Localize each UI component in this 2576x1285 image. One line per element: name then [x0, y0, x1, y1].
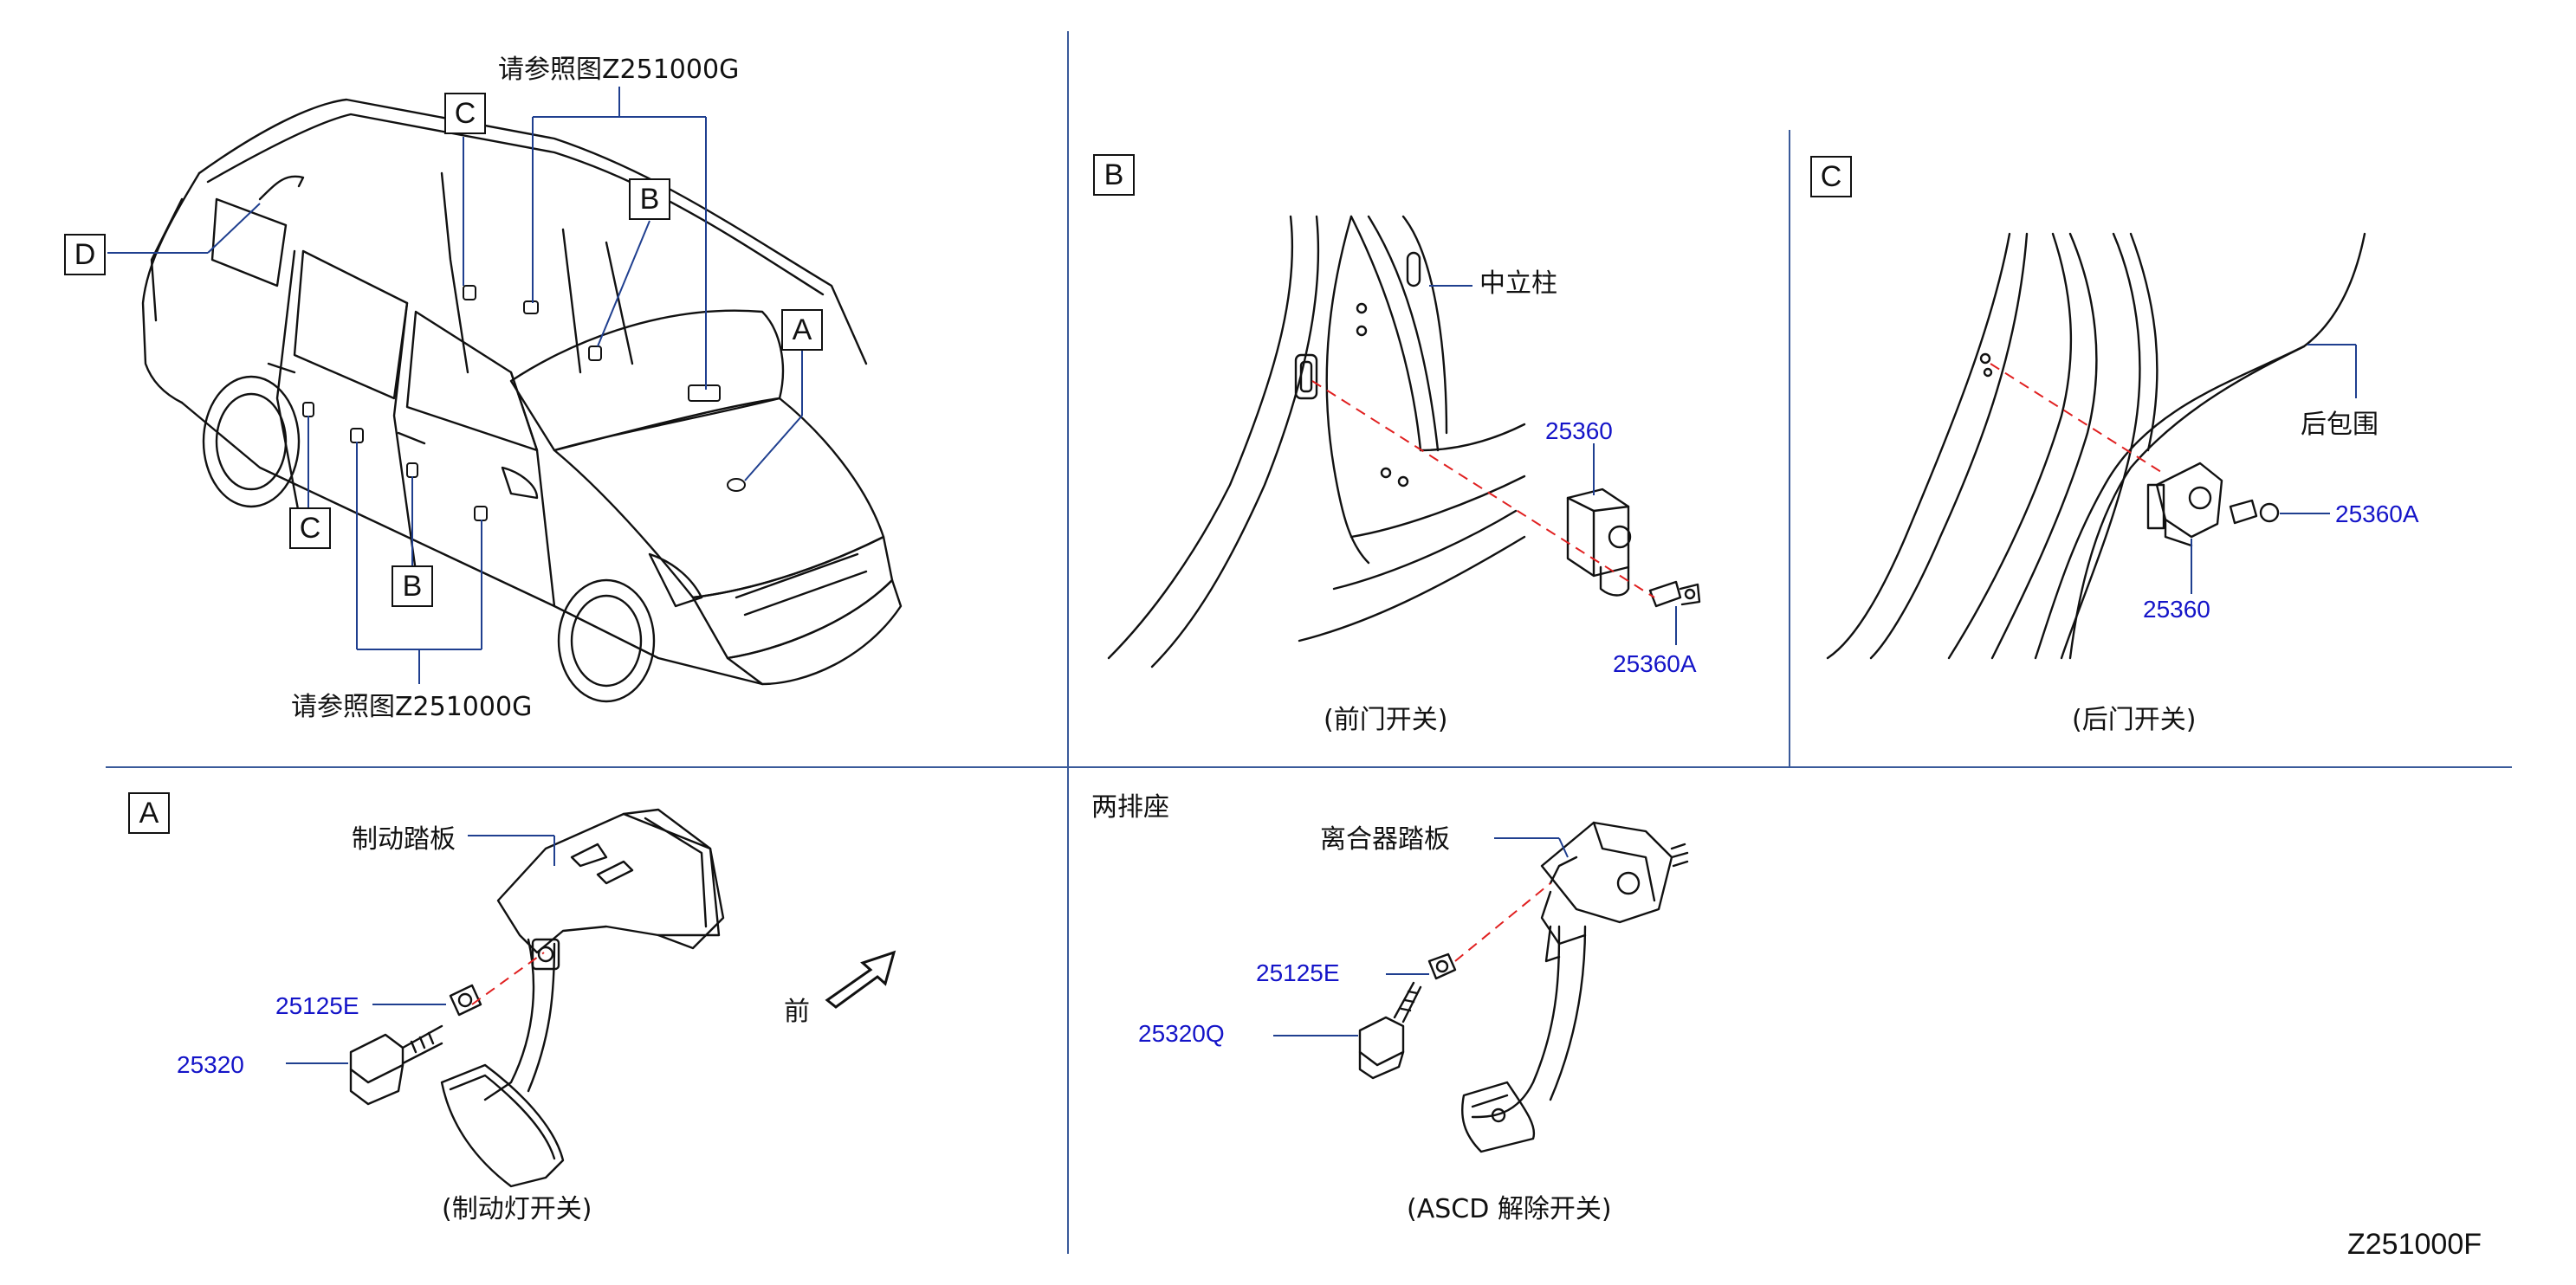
- panel-c-tag: C: [1810, 156, 1852, 197]
- panel-b-part-bolt: 25360A: [1613, 650, 1697, 677]
- panel-c-part-bolt: 25360A: [2335, 500, 2419, 527]
- panel-b-caption: (前门开关): [1324, 705, 1448, 735]
- panel-b-drawing: [1107, 215, 1701, 668]
- panel-c-caption: (后门开关): [2072, 705, 2197, 735]
- panel-clutch-part-switch: 25320Q: [1138, 1020, 1225, 1047]
- panel-clutch-part-nut: 25125E: [1256, 959, 1340, 986]
- panel-b-leaders: [1311, 285, 1677, 645]
- overview-ref-top: 请参照图Z251000G: [498, 55, 740, 85]
- panel-c-trim-label: 后包围: [2301, 410, 2379, 440]
- overview-ref-bottom: 请参照图Z251000G: [291, 692, 533, 722]
- callout-b-top: B: [629, 178, 670, 220]
- panel-a-front-label: 前: [784, 997, 810, 1027]
- panel-b-part-switch: 25360: [1545, 417, 1613, 444]
- panel-a-leaders: [286, 835, 555, 1064]
- panel-a-pedal-label: 制动踏板: [352, 824, 456, 855]
- callout-a: A: [781, 309, 823, 351]
- panel-b-tag: B: [1093, 154, 1135, 196]
- panel-clutch-leaders: [1273, 837, 1569, 1036]
- panel-c-leaders: [1990, 344, 2357, 594]
- panel-clutch-drive-label: 两排座: [1091, 792, 1169, 823]
- panel-a-tag: A: [128, 792, 170, 834]
- callout-c-bottom: C: [289, 507, 331, 549]
- overview-leaders: [107, 87, 803, 684]
- panel-a-part-switch: 25320: [177, 1051, 244, 1078]
- panel-a-drawing: [349, 808, 725, 1188]
- panel-clutch-drawing: [1358, 821, 1689, 1153]
- diagram-code: Z251000F: [2347, 1228, 2482, 1261]
- car-outline-icon: [141, 98, 903, 703]
- callout-d: D: [64, 234, 106, 275]
- front-arrow-icon: [825, 950, 896, 1009]
- panel-c-part-switch: 25360: [2143, 596, 2210, 623]
- panel-clutch-caption: (ASCD 解除开关): [1407, 1194, 1612, 1224]
- panel-c-drawing: [1826, 232, 2366, 660]
- panel-dividers: [106, 31, 2512, 1254]
- panel-a-part-nut: 25125E: [275, 992, 359, 1019]
- panel-b-pillar-label: 中立柱: [1479, 268, 1557, 299]
- panel-clutch-pedal-label: 离合器踏板: [1320, 824, 1450, 855]
- panel-a-caption: (制动灯开关): [442, 1194, 592, 1224]
- overview-switch-markers: [302, 285, 746, 521]
- callout-b-bottom: B: [392, 565, 433, 607]
- callout-c-top: C: [444, 93, 486, 134]
